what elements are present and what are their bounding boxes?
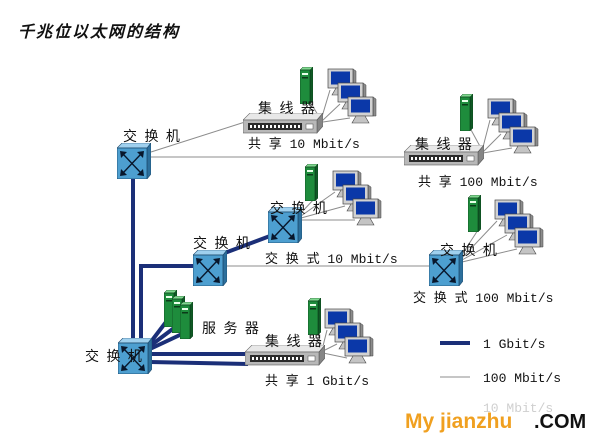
switch-label: 交 换 机 <box>85 348 143 365</box>
switch-top-left: 交 换 机 <box>117 128 181 179</box>
legend-fast-label: 100 Mbit/s <box>483 371 561 386</box>
diagram-title: 千兆位以太网的结构 <box>18 22 181 41</box>
switch-label: 交 换 机 <box>440 242 498 259</box>
link-hub-top-to-pc <box>321 103 341 122</box>
switch-right: 交 换 机 交 换 式 100 Mbit/s <box>413 242 553 306</box>
hub-right: 集 线 器 共 享 100 Mbit/s <box>404 136 538 190</box>
link-hub-top-to-pc <box>322 117 351 123</box>
link-hub-right-to-pc <box>482 133 502 153</box>
link-switch-bottom-left-to-server <box>148 326 176 348</box>
gigabit-links <box>131 179 271 366</box>
switch-caption: 交 换 式 10 Mbit/s <box>265 251 398 267</box>
watermark-suffix: .COM <box>534 411 586 433</box>
switch-icon <box>117 143 151 179</box>
workstation-tower-icon <box>300 67 313 104</box>
hub-label: 集 线 器 <box>265 333 323 350</box>
server-icon <box>180 302 193 339</box>
workstation-tower-icon <box>468 195 481 232</box>
hub-caption: 共 享 1 Gbit/s <box>265 373 369 389</box>
server-label: 服 务 器 <box>202 321 260 337</box>
link-switch-bottom-left-to-server <box>149 332 183 351</box>
link-switch-right-to-pc <box>460 229 479 257</box>
workstation-tower-icon <box>308 298 321 335</box>
hub-label: 集 线 器 <box>258 100 316 117</box>
switch-label: 交 换 机 <box>270 200 328 217</box>
hub-top: 集 线 器 共 享 10 Mbit/s <box>243 100 360 152</box>
link-switch-top-left-to-hub-top <box>150 121 246 153</box>
hub-bottom: 集 线 器 共 享 1 Gbit/s <box>245 333 369 389</box>
link-hub-bottom-to-pc <box>322 352 348 359</box>
legend: 1 Gbit/s 100 Mbit/s 10 Mbit/s <box>440 337 561 416</box>
legend-ten-label: 10 Mbit/s <box>483 401 553 416</box>
switch-label: 交 换 机 <box>123 128 181 145</box>
link-switch-right-to-pc <box>461 234 508 261</box>
link-switch-right-to-pc <box>461 248 518 263</box>
link-switch-bottom-left-to-switch-middle-left <box>139 264 194 340</box>
switch-middle-upper: 交 换 机 <box>268 200 328 243</box>
link-switch-middle-left-to-switch-middle-upper <box>221 234 271 256</box>
link-switch-bottom-left-to-hub-bottom <box>149 360 249 366</box>
watermark-brand: My jianzhu <box>405 410 512 433</box>
switch-caption: 交 换 式 100 Mbit/s <box>413 290 553 306</box>
switch-label: 交 换 机 <box>193 235 251 252</box>
hub-label: 集 线 器 <box>415 136 473 153</box>
link-switch-right-to-pc <box>461 220 498 259</box>
hub-caption: 共 享 100 Mbit/s <box>418 174 538 190</box>
servers: 服 务 器 <box>164 290 260 339</box>
switch-icon <box>193 250 227 286</box>
link-switch-middle-upper-to-pc <box>300 191 336 217</box>
workstation-monitor-icon <box>344 336 374 364</box>
link-switch-bottom-left-to-server <box>148 320 168 345</box>
workstation-monitor-icon <box>347 96 377 124</box>
legend-gigabit-label: 1 Gbit/s <box>483 337 545 352</box>
workstation-monitor-icon <box>514 227 544 255</box>
link-switch-middle-upper-to-pc <box>300 205 346 219</box>
switch-bottom-left: 交 换 机 <box>85 338 152 374</box>
workstation-monitor-icon <box>352 198 382 226</box>
hub-caption: 共 享 10 Mbit/s <box>248 136 360 152</box>
link-hub-right-to-pc <box>482 147 513 154</box>
switch-middle-left: 交 换 机 交 换 式 10 Mbit/s <box>193 235 398 286</box>
workstation-tower-icon <box>460 94 473 131</box>
link-hub-bottom-to-pc <box>322 343 338 352</box>
watermark: My jianzhu .COM <box>405 410 586 433</box>
fast-links <box>150 89 518 359</box>
workstation-monitor-icon <box>509 126 539 154</box>
workstation-tower-icon <box>305 164 318 201</box>
